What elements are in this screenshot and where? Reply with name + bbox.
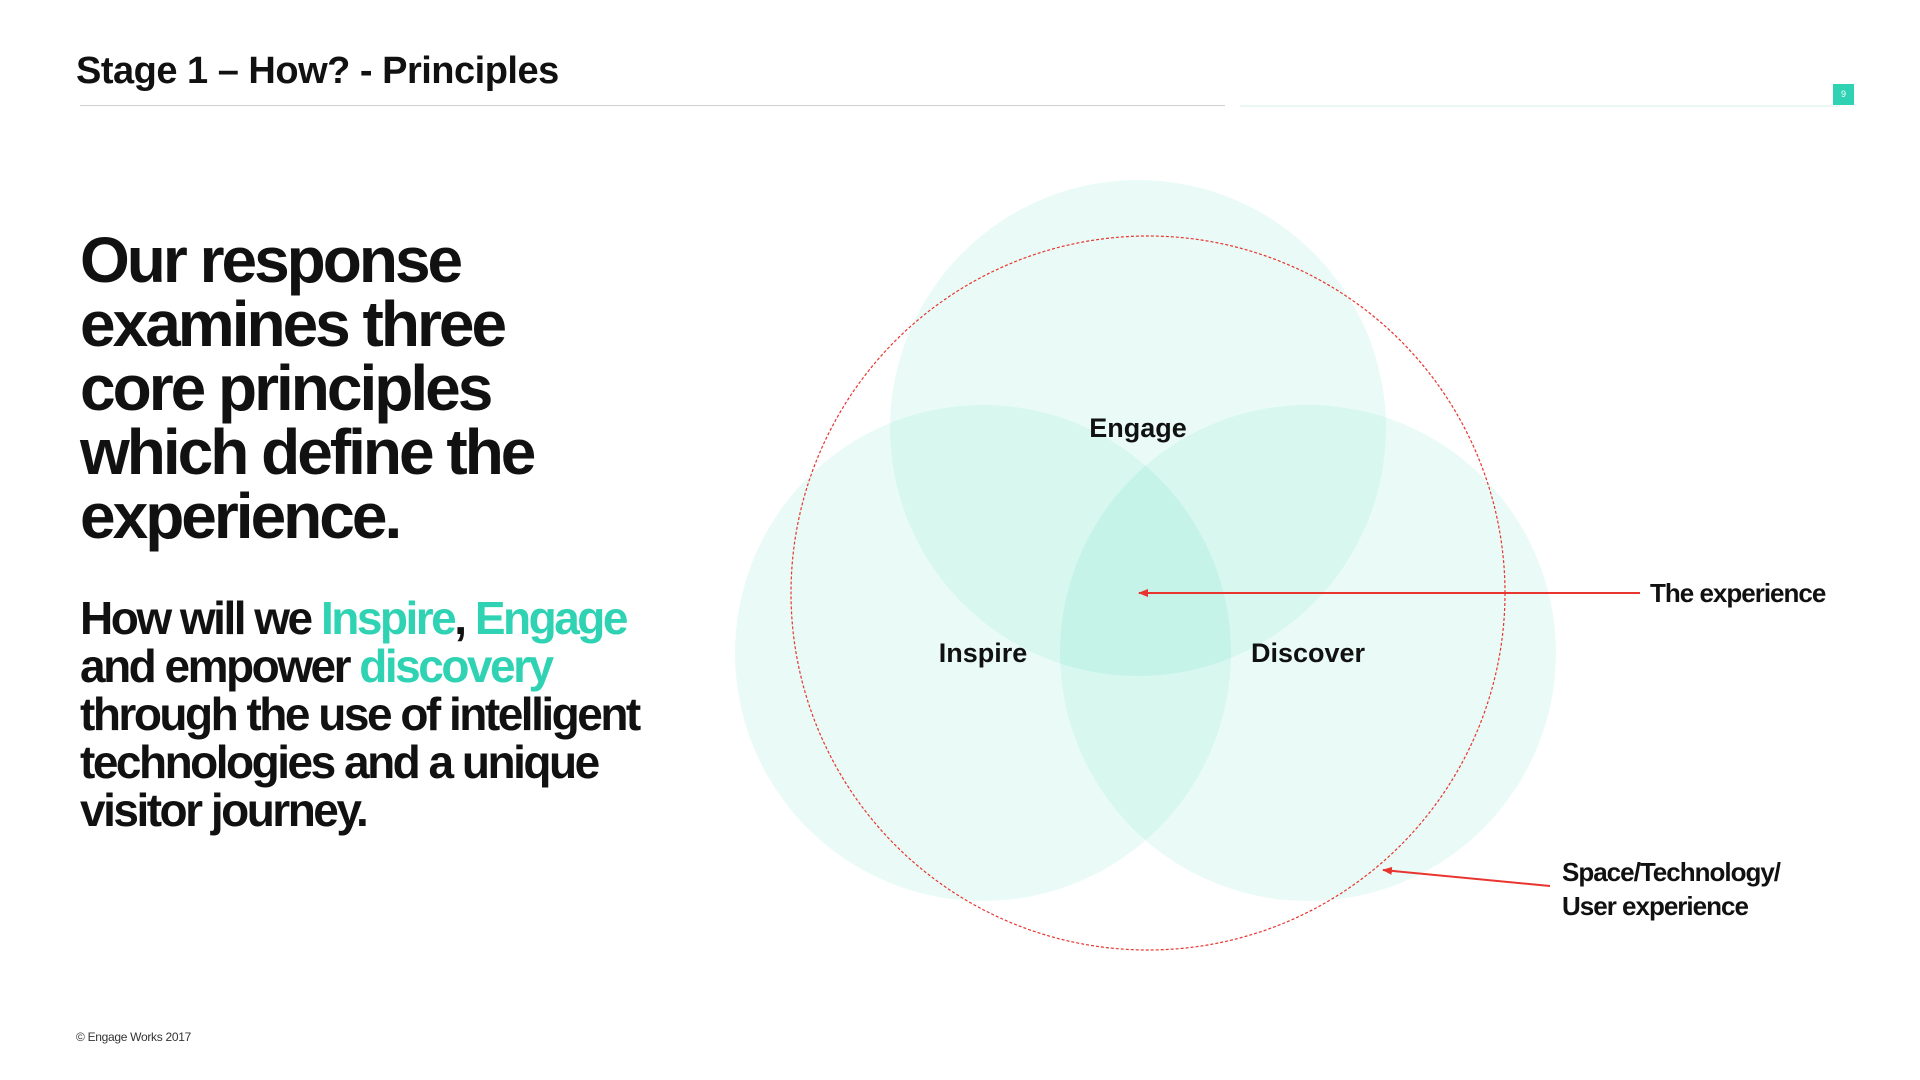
- label-inspire: Inspire: [939, 638, 1028, 668]
- body-text-part4: through the use of intelligent technolog…: [80, 688, 641, 836]
- body-text-part2: ,: [454, 592, 475, 644]
- venn-circle-discover: [1060, 405, 1556, 901]
- page-title: Stage 1 – How? - Principles: [76, 50, 559, 92]
- title-divider-light: [1240, 105, 1840, 107]
- label-the-experience: The experience: [1650, 578, 1826, 608]
- body-highlight-engage: Engage: [474, 592, 629, 644]
- title-divider: [80, 105, 1225, 106]
- body-highlight-discovery: discovery: [359, 640, 554, 692]
- label-discover: Discover: [1251, 638, 1366, 668]
- label-space-technology: Space/Technology/: [1562, 857, 1781, 887]
- space-arrow: [1382, 866, 1551, 887]
- venn-circle-engage: [890, 180, 1386, 676]
- body-text: How will we Inspire, Engage and empower …: [80, 594, 680, 834]
- headline: Our response examines three core princip…: [80, 224, 536, 552]
- body-text-part1: How will we: [80, 592, 321, 644]
- body-highlight-inspire: Inspire: [320, 592, 457, 644]
- page-number-badge: 9: [1833, 84, 1854, 105]
- label-user-experience: User experience: [1562, 891, 1748, 921]
- venn-circle-inspire: [735, 405, 1231, 901]
- label-engage: Engage: [1089, 413, 1187, 443]
- body-text-part3: and empower: [80, 640, 360, 692]
- copyright-footer: © Engage Works 2017: [76, 1030, 191, 1044]
